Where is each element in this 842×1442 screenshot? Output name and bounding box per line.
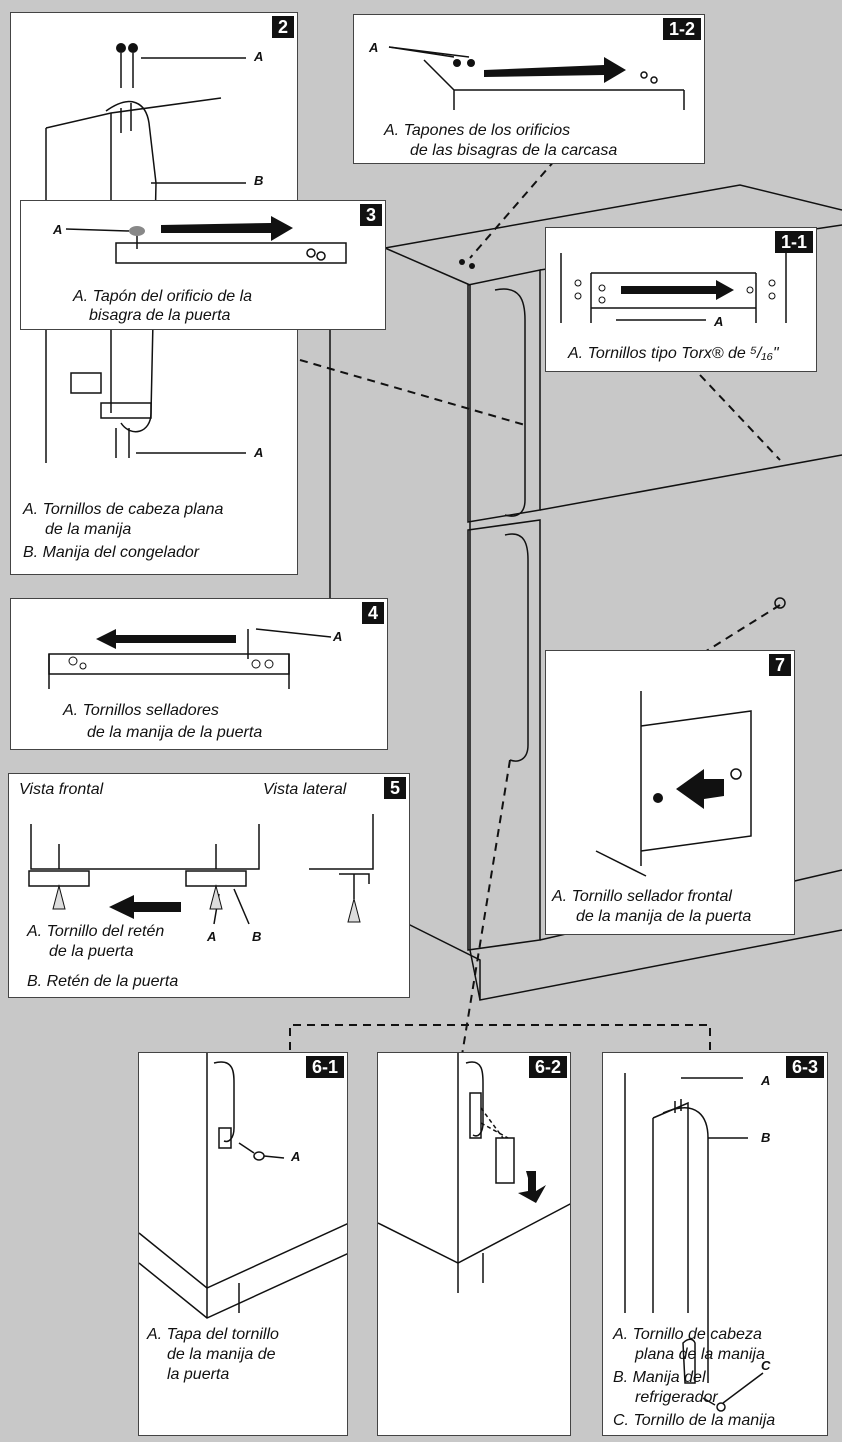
handle-removal-drawing (378, 1053, 570, 1293)
step-number: 5 (383, 777, 406, 799)
caption-a-line2: de la manija (45, 521, 132, 538)
door-handle-seal-screws-drawing (48, 628, 332, 689)
caption: A. Tornillos tipo Torx® de ⁵/₁₆" (568, 345, 779, 362)
label-a: A (761, 1073, 771, 1088)
caption-line2: de la manija de la puerta (576, 908, 752, 925)
panel-step-6-3: 6-3 A B C A. Tornillo de cabeza plana de… (602, 1052, 828, 1436)
panel-step-5: 5 Vista frontal Vista lateral A B A. Tor… (8, 773, 410, 998)
caption-line1: A. Tapones de los orificios (384, 122, 571, 139)
label-a: A (291, 1149, 301, 1164)
front-seal-screw-drawing (595, 691, 752, 877)
front-view-label: Vista frontal (19, 781, 104, 798)
caption-line2: de la manija de (167, 1346, 276, 1363)
step-number: 6-1 (305, 1056, 344, 1078)
step-number: 1-1 (774, 231, 813, 253)
caption-a-line1: A. Tornillos de cabeza plana (23, 501, 224, 518)
label-a: A (369, 40, 379, 55)
caption-line2: de las bisagras de la carcasa (410, 142, 618, 159)
door-stop-drawing (28, 814, 374, 925)
caption-a-line1: A. Tornillo de cabeza (613, 1326, 762, 1343)
panel-step-6-2: 6-2 (377, 1052, 571, 1436)
panel-step-6-1: 6-1 A A. Tapa del tornillo de la manija … (138, 1052, 348, 1436)
panel-step-3: 3 A A. Tapón del orificio de la bisagra … (20, 200, 386, 330)
caption-line3: la puerta (167, 1366, 230, 1383)
label-b: B (254, 173, 264, 188)
label-a-top: A (254, 49, 264, 64)
caption-b-line1: B. Manija del (613, 1369, 706, 1386)
label-a: A (333, 629, 343, 644)
label-a: A (207, 929, 217, 944)
step-number: 6-2 (528, 1056, 567, 1078)
caption-line1: A. Tapa del tornillo (147, 1326, 279, 1343)
caption-b: B. Retén de la puerta (27, 973, 179, 990)
panel-step-7: 7 A. Tornillo sellador frontal de la man… (545, 650, 795, 935)
cabinet-hinge-plugs-drawing (388, 46, 685, 110)
door-hinge-plug-drawing (65, 216, 347, 264)
side-view-label: Vista lateral (263, 781, 347, 798)
step-number: 7 (768, 654, 791, 676)
caption-line2: bisagra de la puerta (89, 307, 231, 324)
caption-line2: de la manija de la puerta (87, 724, 263, 741)
panel-step-4: 4 A A. Tornillos selladores de la manija… (10, 598, 388, 750)
handle-screw-cap-drawing (139, 1053, 347, 1319)
caption-c: C. Tornillo de la manija (613, 1412, 776, 1429)
step-number: 3 (359, 204, 382, 226)
panel-step-1-2: 1-2 A A. Tapones de los orificios de las… (353, 14, 705, 164)
caption-a-line1: A. Tornillo del retén (27, 923, 165, 940)
step-number: 6-3 (785, 1056, 824, 1078)
label-a-bottom: A (254, 445, 264, 460)
panel-step-1-1: 1-1 A A. Tornillos tipo Torx® de ⁵/₁₆" (545, 227, 817, 372)
caption-line1: A. Tornillos selladores (63, 702, 219, 719)
step-number: 2 (271, 16, 294, 38)
label-b: B (761, 1130, 771, 1145)
label-b: B (252, 929, 262, 944)
caption-line1: A. Tornillo sellador frontal (552, 888, 732, 905)
caption-line1: A. Tapón del orificio de la (73, 288, 253, 305)
caption-b: B. Manija del congelador (23, 544, 200, 561)
caption-a-line2: plana de la manija (635, 1346, 765, 1363)
step-number: 1-2 (662, 18, 701, 40)
refrigerator-handle-drawing (624, 1073, 764, 1412)
step-number: 4 (361, 602, 384, 624)
caption-b-line2: refrigerador (635, 1389, 718, 1406)
torx-screws-drawing (560, 253, 787, 323)
label-c: C (761, 1358, 771, 1373)
caption-a-line2: de la puerta (49, 943, 134, 960)
label-a: A (714, 314, 724, 329)
label-a: A (53, 222, 63, 237)
